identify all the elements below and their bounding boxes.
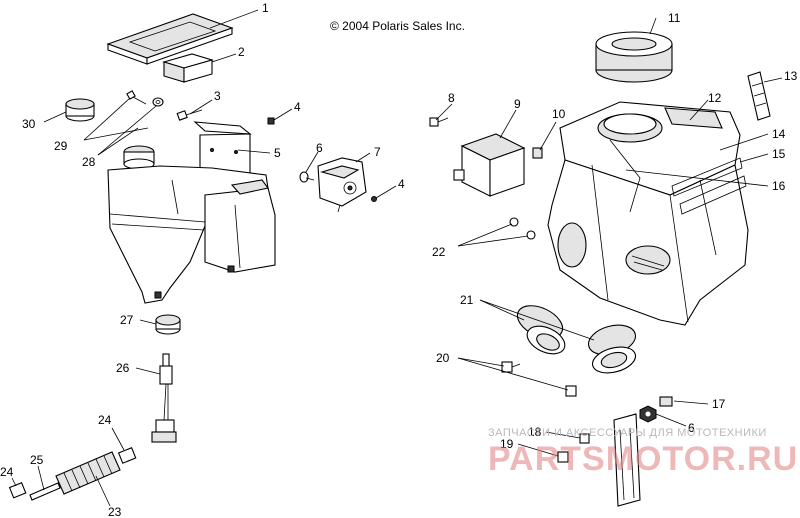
callout-24b: 24 [0, 465, 14, 479]
part-22-screws [509, 217, 536, 240]
callout-9: 9 [514, 97, 521, 111]
callout-4a: 4 [294, 100, 301, 114]
part-29-bolt [126, 90, 147, 105]
callout-6a: 6 [316, 141, 323, 155]
part-2-block [162, 53, 214, 83]
part-7-pump [305, 157, 367, 213]
part-3-bolt [176, 109, 203, 121]
bracket-assembly [613, 413, 641, 507]
part-19-bolt [557, 451, 569, 463]
callout-3: 3 [214, 89, 221, 103]
part-26-sensor [151, 353, 177, 443]
watermark: ЗАПЧАСТИ И АКСЕССУАРЫ ДЛЯ МОТОТЕХНИКИ PA… [488, 427, 798, 478]
part-4-screw-a [267, 117, 275, 125]
part-11-foam-ring [595, 31, 673, 83]
callout-11: 11 [668, 11, 681, 25]
part-12-airbox [547, 101, 749, 326]
callout-25: 25 [30, 453, 44, 467]
callout-14: 14 [772, 127, 786, 141]
copyright-text: © 2004 Polaris Sales Inc. [330, 19, 465, 33]
part-24-cap-b [8, 482, 27, 499]
part-1-lid [106, 13, 234, 65]
part-24-cap-a [117, 447, 137, 464]
part-23-spring-filter [55, 451, 121, 495]
callout-6b: 6 [688, 421, 695, 435]
part-5-tank-assembly [107, 121, 276, 304]
watermark-brand: PARTSMOTOR.RU [488, 440, 798, 478]
callout-24a: 24 [98, 413, 112, 427]
part-21-boot-a [516, 305, 566, 355]
callout-1: 1 [262, 1, 269, 15]
callout-20: 20 [436, 351, 450, 365]
part-21-boot-b [587, 324, 637, 374]
callout-2: 2 [238, 45, 245, 59]
part-17-bolt [659, 396, 673, 407]
part-8-bolt [429, 117, 449, 127]
callout-30: 30 [22, 117, 36, 131]
callout-10: 10 [552, 107, 566, 121]
callout-22: 22 [432, 245, 446, 259]
callout-8: 8 [448, 91, 455, 105]
part-28-washer [152, 97, 164, 107]
callout-28: 28 [82, 155, 96, 169]
part-6-washer-a [299, 171, 309, 183]
callout-7: 7 [374, 145, 381, 159]
part-10-clip [532, 147, 543, 159]
callout-26: 26 [116, 361, 130, 375]
callout-21: 21 [460, 293, 474, 307]
callout-29: 29 [54, 139, 68, 153]
callout-17: 17 [712, 397, 726, 411]
callout-5: 5 [274, 146, 281, 160]
callout-12: 12 [708, 91, 722, 105]
callout-23: 23 [108, 505, 122, 518]
part-13-clip [747, 71, 771, 121]
part-27-grommet [155, 314, 181, 335]
part-18-spacer [579, 433, 590, 444]
callout-13: 13 [784, 69, 798, 83]
part-30-cap [65, 98, 95, 122]
leader-lines [11, 9, 783, 507]
callout-4b: 4 [398, 177, 405, 191]
part-6-nut-b [639, 405, 657, 423]
callout-15: 15 [772, 147, 786, 161]
callout-19: 19 [500, 437, 514, 451]
part-9-module [453, 133, 526, 197]
part-20-bolt-a [501, 361, 521, 373]
part-20-bolt-b [565, 385, 577, 397]
watermark-tagline: ЗАПЧАСТИ И АКСЕССУАРЫ ДЛЯ МОТОТЕХНИКИ [488, 427, 767, 439]
callout-27: 27 [120, 313, 134, 327]
part-4-screw-b [371, 196, 377, 202]
callout-18: 18 [528, 425, 542, 439]
part-25-rod [29, 482, 61, 501]
callout-16: 16 [772, 179, 786, 193]
